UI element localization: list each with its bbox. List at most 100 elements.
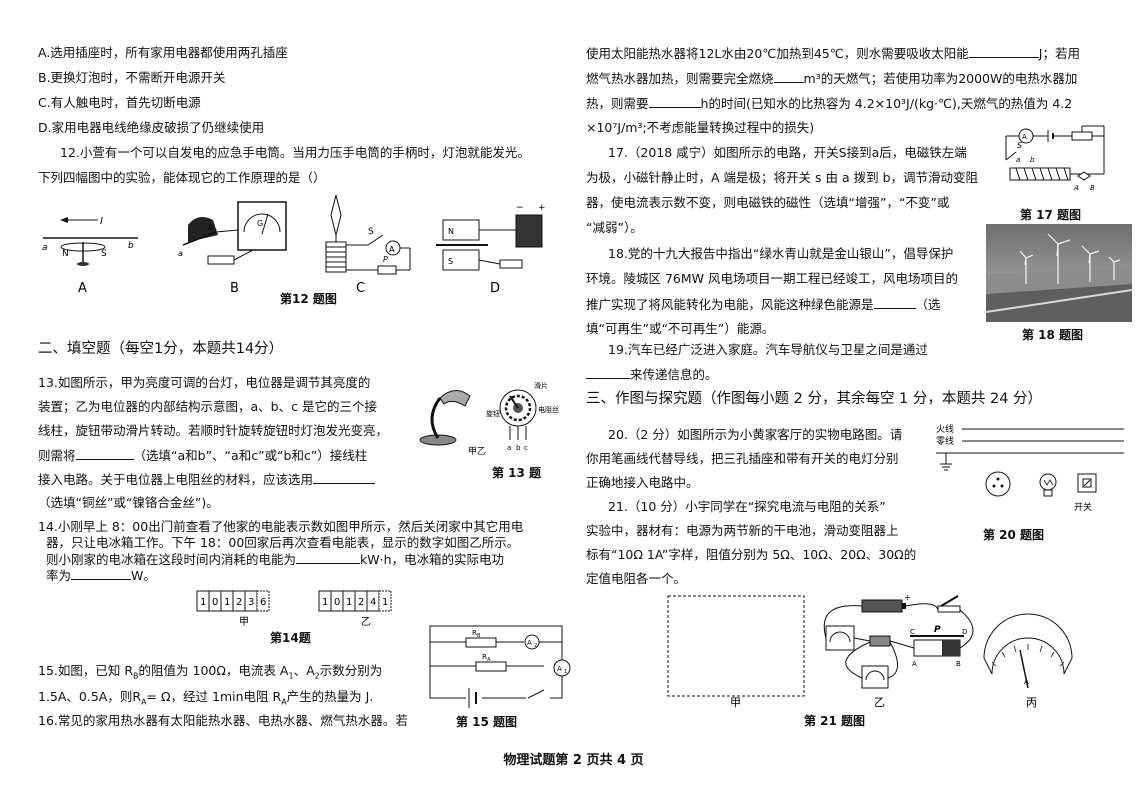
svg-text:A: A: [1073, 184, 1079, 192]
svg-text:S: S: [448, 257, 453, 266]
q12-label-c: C: [356, 281, 365, 296]
q13-caption: 第 13 题: [492, 466, 542, 480]
q16-blank-1: [968, 45, 1039, 58]
q17-line3: 器，使电流表示数不变，则电磁铁的磁性（选填“增强”，“不变”或: [586, 195, 950, 210]
meter-digit: 1: [200, 597, 206, 608]
q11-option-a: A.选用插座时，所有家用电器都使用两孔插座: [38, 45, 288, 60]
svg-text:B: B: [1090, 184, 1095, 192]
q18-line3: 推广实现了将风能转化为电能，风能这种绿色能源是（选: [586, 296, 941, 312]
svg-text:a: a: [178, 249, 183, 258]
q16-line4: ×10⁷J/m³;不考虑能量转换过程中的损失): [586, 120, 815, 135]
q15-caption: 第 15 题图: [456, 715, 518, 729]
q17-circuit: A S a b A B: [1005, 125, 1105, 192]
q21-line4: 定值电阻各一个。: [586, 571, 687, 586]
q17-line1: 17.（2018 咸宁）如图所示的电路，开关S接到a后，电磁铁左端: [608, 145, 967, 160]
q13-blank-2: [313, 471, 376, 484]
svg-text:a: a: [1016, 156, 1020, 164]
q18-windfarm-photo: [986, 224, 1132, 322]
q13-potentiometer: a b c 滑片 旋钮 电阻丝: [486, 381, 559, 452]
q12-fig-a: I a b N S A: [42, 216, 138, 296]
svg-text:A: A: [1022, 133, 1027, 141]
svg-text:2: 2: [534, 643, 537, 649]
svg-text:c: c: [524, 444, 528, 452]
svg-text:P: P: [383, 255, 388, 264]
svg-text:b: b: [208, 223, 213, 232]
q13-line6: （选填“铜丝”或“镍铬合金丝”)。: [38, 495, 219, 510]
svg-text:S: S: [368, 227, 374, 237]
svg-text:R: R: [482, 653, 487, 661]
svg-text:b: b: [516, 444, 521, 452]
q12-label-d: D: [490, 281, 500, 296]
svg-text:a: a: [42, 243, 48, 253]
q12-label-b: B: [230, 281, 239, 296]
q20-caption: 第 20 题图: [983, 528, 1045, 542]
svg-text:B: B: [956, 660, 961, 668]
q12-fig-b: G a b B: [178, 201, 287, 296]
q17-line4: “减弱”）。: [586, 220, 643, 235]
q21-switch: [937, 595, 961, 613]
meter-digit: 0: [334, 597, 340, 608]
q17-caption: 第 17 题图: [1020, 208, 1082, 222]
q19-blank: [586, 366, 630, 379]
q21-voltmeter: [861, 665, 889, 689]
q14-blank-2: [71, 567, 132, 580]
svg-text:C: C: [910, 628, 915, 636]
svg-text:S: S: [1017, 141, 1022, 150]
q14-line2: 器，只让电冰箱工作。下午 18：00回家后再次查看电能表，显示的数字如图乙所示。: [46, 535, 520, 550]
q17-line2: 为极，小磁针静止时，A 端是极；将开关 s 由 a 拨到 b，调节滑动变阻: [586, 170, 978, 185]
q13-line3: 线柱，旋钮带动滑片转动。若顺时针旋转旋钮时灯泡发光变亮，: [38, 423, 389, 438]
q12-fig-c: S A P C: [325, 194, 411, 296]
q20-label-kaiguan: 开关: [1074, 501, 1092, 513]
q21-resistor: [869, 635, 891, 647]
q13-line5: 接入电路。关于电位器上电阻丝的材料，应该选用: [38, 471, 376, 488]
svg-text:R: R: [472, 629, 477, 637]
q18-line1: 18.党的十九大报告中指出“绿水青山就是金山银山”，倡导保护: [608, 246, 954, 261]
q15-circuit: A 2 R B R A A 1: [429, 625, 571, 708]
q20-label-lingxian: 零线: [936, 435, 954, 447]
q21-line1: 21.（10 分）小宇同学在“探究电流与电阻的关系”: [608, 499, 886, 514]
svg-text:b: b: [1030, 156, 1035, 164]
svg-text:D: D: [962, 628, 967, 636]
svg-text:A: A: [527, 639, 532, 647]
q14-label-yi: 乙: [361, 616, 371, 627]
svg-text:−: −: [516, 203, 524, 213]
q15-line1: 15.如图，已知 RB的阻值为 100Ω，电流表 A1、A2示数分别为: [38, 663, 383, 681]
svg-text:+: +: [538, 203, 546, 213]
svg-text:A: A: [487, 657, 491, 663]
q13-line4: 则需将（选填“a和b”、“a和c”或“b和c”）接线柱: [38, 447, 368, 463]
q20-line1: 20.（2 分）如图所示为小黄家客厅的实物电路图。请: [608, 427, 903, 442]
q18-caption: 第 18 题图: [1022, 328, 1084, 342]
q13-line1: 13.如图所示，甲为亮度可调的台灯，电位器是调节其亮度的: [38, 375, 371, 390]
q18-blank: [873, 296, 916, 309]
q12-label-a: A: [78, 281, 87, 296]
q12-caption: 第12 题图: [280, 292, 337, 306]
q13-figure: a b c 滑片 旋钮 电阻丝 甲乙: [419, 381, 559, 456]
q13-label-jiayi: 甲乙: [468, 446, 486, 456]
q19-line2: 来传递信息的。: [586, 366, 718, 383]
svg-text:A: A: [912, 660, 917, 668]
q12-line2: 下列四幅图中的实验，能体现它的工作原理的是（）: [38, 170, 326, 185]
q12-line1: 12.小萱有一个可以自发电的应急手电筒。当用力压手电筒的手柄时，灯泡就能发光。: [60, 145, 530, 160]
meter-digit: 2: [236, 597, 242, 608]
q20-label-huoxian: 火线: [936, 423, 954, 435]
svg-text:电阻丝: 电阻丝: [538, 405, 559, 414]
q21-line2: 实验中，器材有：电源为两节新的干电池，滑动变阻器上: [586, 523, 899, 538]
q21-label-jia: 甲: [730, 696, 741, 709]
q21-ammeter: [825, 625, 855, 651]
svg-text:B: B: [477, 633, 481, 639]
q21-battery: +: [861, 593, 911, 613]
q11-option-b: B.更换灯泡时，不需断开电源开关: [38, 70, 226, 85]
q11-option-c: C.有人触电时，首先切断电源: [38, 95, 201, 110]
svg-text:旋钮: 旋钮: [486, 409, 500, 418]
meter-digit: 1: [382, 597, 388, 608]
svg-text:A: A: [557, 665, 562, 673]
q19-line1: 19.汽车已经广泛进入家庭。汽车导航仪与卫星之间是通过: [608, 342, 928, 357]
q21-label-yi: 乙: [874, 696, 885, 709]
q13-blank-1: [75, 447, 134, 460]
